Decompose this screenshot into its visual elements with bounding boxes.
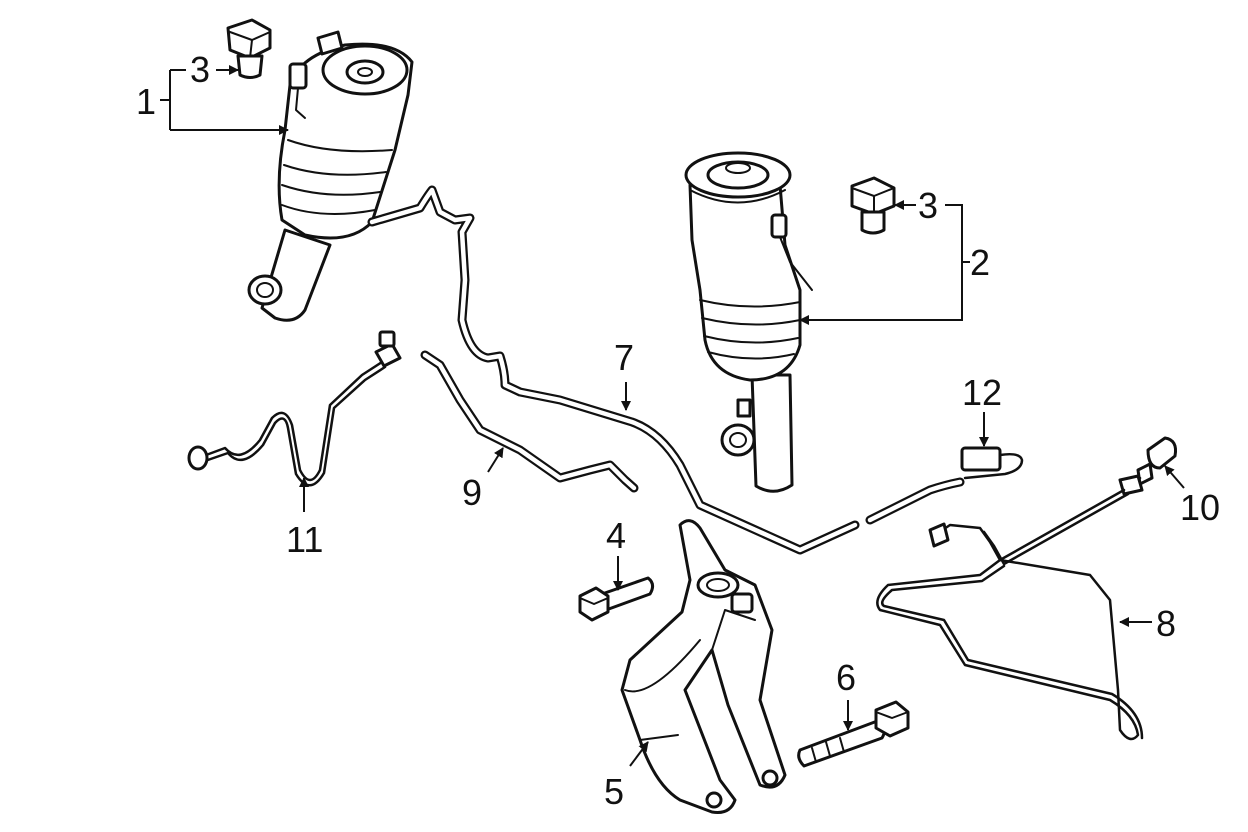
callout-group-8: 8 [1119, 603, 1176, 644]
callout-label-2: 2 [970, 242, 990, 283]
air-line-9 [420, 350, 639, 493]
callout-label-3-right: 3 [918, 185, 938, 226]
callout-label-9: 9 [462, 472, 482, 513]
callout-label-10: 10 [1180, 487, 1220, 528]
callout-label-6: 6 [836, 657, 856, 698]
callout-label-8: 8 [1156, 603, 1176, 644]
callout-group-10: 10 [1164, 465, 1220, 528]
nut-3-right [850, 176, 896, 235]
callout-group-2: 2 [799, 204, 990, 325]
callout-group-1: 1 [136, 69, 288, 130]
callout-label-11: 11 [286, 519, 323, 560]
wiring-harness-8 [876, 474, 1144, 741]
callout-label-12: 12 [962, 372, 1002, 413]
callout-group-12: 12 [962, 372, 1002, 447]
callout-group-9: 9 [462, 447, 504, 513]
callout-group-4: 4 [606, 515, 626, 591]
callout-group-11: 11 [286, 477, 323, 560]
bolt-6 [797, 700, 910, 768]
callout-group-3-right: 3 [894, 185, 938, 226]
callout-label-4: 4 [606, 515, 626, 556]
bracket-5 [620, 519, 787, 814]
callout-label-1: 1 [136, 81, 156, 122]
sensor-wire-11 [187, 330, 402, 487]
sensor-wire-12 [960, 446, 1024, 480]
callout-group-5: 5 [604, 741, 649, 812]
air-line-7 [367, 185, 965, 555]
air-strut-left [247, 30, 414, 322]
callout-label-3-left: 3 [190, 49, 210, 90]
callout-label-7: 7 [614, 337, 634, 378]
callout-label-5: 5 [604, 771, 624, 812]
nut-3-left [226, 18, 272, 79]
air-strut-right [684, 151, 813, 493]
callout-group-3-left: 3 [190, 49, 239, 90]
callout-group-6: 6 [836, 657, 856, 731]
bolt-4 [578, 576, 655, 622]
callout-group-7: 7 [614, 337, 634, 411]
